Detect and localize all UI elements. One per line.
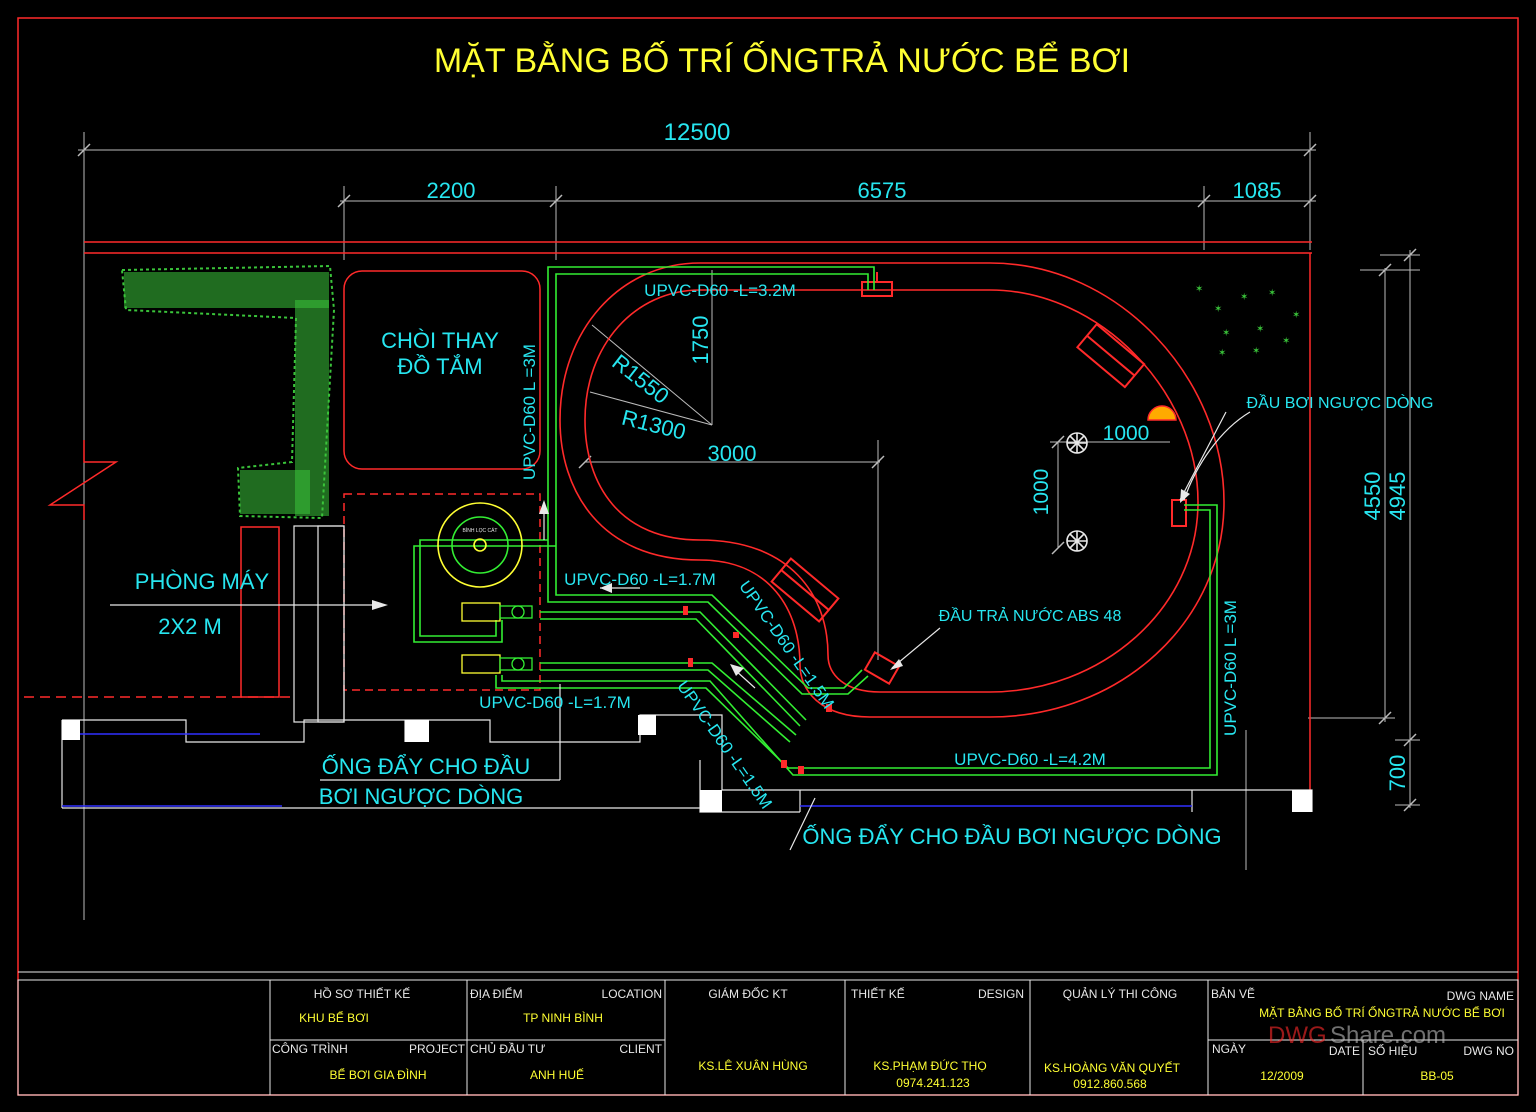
svg-text:✶: ✶ [1240, 292, 1248, 303]
tb-drawing-label-vi: BẢN VẼ [1211, 986, 1255, 1001]
tb-construction-label: QUẢN LÝ THI CÔNG [1063, 986, 1177, 1001]
dim-1000-vertical: 1000 [1030, 469, 1053, 516]
svg-text:✶: ✶ [1218, 348, 1226, 359]
dim-1000-horizontal: 1000 [1103, 422, 1150, 445]
tb-project-label-en: PROJECT [409, 1042, 466, 1056]
push-pipe-left-line2: BƠI NGƯỢC DÒNG [319, 784, 523, 809]
jet-icon-upper [1066, 432, 1088, 454]
dim-bottom: 700 [1385, 755, 1410, 792]
svg-text:✶: ✶ [1214, 304, 1222, 315]
dim-total-width: 12500 [664, 119, 731, 146]
drawing-frame [17, 17, 1519, 1096]
pipe-network [413, 266, 1218, 776]
tb-construction-phone: 0912.860.568 [1073, 1077, 1147, 1091]
site-walls [24, 241, 1312, 812]
tb-date-label-vi: NGÀY [1212, 1041, 1246, 1056]
tb-location-value: TP NINH BÌNH [523, 1010, 603, 1025]
tb-design-label-vi: THIẾT KẾ [851, 986, 905, 1001]
dim-1750: 1750 [688, 316, 713, 365]
dim-height-total: 4945 [1385, 472, 1410, 521]
pipe-label-bottom: UPVC-D60 -L=4.2M [954, 750, 1106, 769]
drawing-title: MẶT BẰNG BỐ TRÍ ỐNGTRẢ NƯỚC BỂ BƠI [434, 41, 1130, 80]
tb-watermark-b: Share.com [1330, 1022, 1446, 1049]
svg-text:✶: ✶ [1292, 310, 1300, 321]
shrub-hedge [120, 264, 336, 520]
pump-room-label-line2: 2X2 M [158, 614, 222, 639]
dim-seg1: 2200 [427, 178, 476, 203]
pipe-label-left-vertical: UPVC-D60 L =3M [520, 344, 539, 480]
tb-client-label-en: CLIENT [619, 1042, 662, 1056]
push-pipe-left-line1: ỐNG ĐẨY CHO ĐẦU [322, 753, 531, 779]
tb-date-label-en: DATE [1329, 1044, 1360, 1058]
tb-date-value: 12/2009 [1260, 1069, 1304, 1083]
tb-construction-value: KS.HOÀNG VĂN QUYẾT [1044, 1060, 1181, 1075]
dim-seg2: 6575 [858, 178, 907, 203]
svg-text:✶: ✶ [1195, 284, 1203, 295]
shrub-dots-right: ✶ ✶ ✶ ✶ ✶ ✶ ✶ ✶ ✶ ✶ [1195, 284, 1300, 359]
jet-icon-lower [1066, 530, 1088, 552]
dim-r1300: R1300 [619, 405, 688, 445]
ground-line [62, 733, 1192, 807]
title-block-grid [17, 979, 1519, 1096]
svg-text:✶: ✶ [1268, 288, 1276, 299]
tb-client-label-vi: CHỦ ĐẦU TƯ [470, 1041, 545, 1056]
pipe-label-mid-upper: UPVC-D60 -L=1.7M [564, 570, 716, 589]
tb-drawing-label-en: DWG NAME [1447, 989, 1514, 1003]
svg-text:✶: ✶ [1222, 328, 1230, 339]
tb-location-label-vi: ĐỊA ĐIỂM [470, 986, 523, 1001]
svg-text:✶: ✶ [1252, 346, 1260, 357]
pool-ladder-upper [1075, 322, 1146, 389]
return-inlet-label: ĐẦU TRẢ NƯỚC ABS 48 [939, 606, 1122, 625]
tb-client-value: ANH HUẾ [530, 1067, 584, 1082]
tb-tech-director-value: KS.LÊ XUÂN HÙNG [698, 1058, 807, 1073]
tb-dwg-no-value: BB-05 [1420, 1069, 1454, 1083]
pipe-label-diag-upper: UPVC-D60 -L=1.5M [735, 577, 838, 712]
tb-design-file-value: KHU BỂ BƠI [299, 1010, 369, 1025]
dimension-ticks [77, 143, 1417, 812]
pipe-label-top: UPVC-D60 -L=3.2M [644, 281, 796, 300]
pool-outline [559, 262, 1225, 718]
tb-watermark-a: DWG [1268, 1022, 1327, 1049]
changing-room-label-line1: CHÒI THAY [381, 328, 499, 353]
tb-tech-director-label: GIÁM ĐỐC KT [708, 986, 788, 1001]
tb-location-label-en: LOCATION [602, 987, 662, 1001]
tb-design-file-label: HỒ SƠ THIẾT KẾ [314, 986, 411, 1001]
tb-project-label-vi: CÔNG TRÌNH [272, 1041, 348, 1056]
skimmer-icon [1147, 405, 1177, 421]
pipe-label-right-vertical: UPVC-D60 L =3M [1221, 600, 1240, 736]
dim-r1550: R1550 [607, 349, 673, 409]
sand-filter-label: BÌNH LỌC CÁT [462, 527, 497, 534]
dim-height-inner: 4550 [1360, 472, 1385, 521]
dimension-lines [78, 132, 1420, 920]
tb-dwg-no-label-en: DWG NO [1463, 1044, 1514, 1058]
counter-current-head-label: ĐẦU BƠI NGƯỢC DÒNG [1247, 393, 1434, 412]
wall-caps [62, 715, 1312, 812]
svg-text:✶: ✶ [1256, 324, 1264, 335]
dim-seg3: 1085 [1233, 178, 1282, 203]
pipe-label-mid-lower: UPVC-D60 -L=1.7M [479, 693, 631, 712]
pump-equipment [461, 602, 533, 674]
tb-designer-value: KS.PHẠM ĐỨC THỌ [873, 1058, 986, 1073]
pipe-joints [683, 606, 832, 774]
changing-room-label-line2: ĐỒ TẮM [397, 354, 482, 379]
sand-filter-icon [437, 502, 523, 588]
jet-icons [1066, 432, 1088, 552]
pool-ladder-lower [770, 557, 840, 623]
tb-drawing-value: MẶT BẰNG BỐ TRÍ ỐNGTRẢ NƯỚC BỂ BƠI [1259, 1005, 1505, 1020]
arrow-heads [372, 489, 1190, 676]
push-pipe-bottom-label: ỐNG ĐẨY CHO ĐẦU BƠI NGƯỢC DÒNG [802, 823, 1221, 849]
dim-3000: 3000 [708, 441, 757, 466]
return-inlet-fixtures [861, 272, 1187, 686]
tb-project-value: BỂ BƠI GIA ĐÌNH [330, 1067, 427, 1082]
tb-dwg-no-label-vi: SỐ HIỆU [1368, 1043, 1417, 1058]
svg-text:✶: ✶ [1282, 336, 1290, 347]
pump-room-label-line1: PHÒNG MÁY [135, 569, 270, 594]
tb-design-label-en: DESIGN [978, 987, 1024, 1001]
tb-designer-phone: 0974.241.123 [896, 1076, 970, 1090]
